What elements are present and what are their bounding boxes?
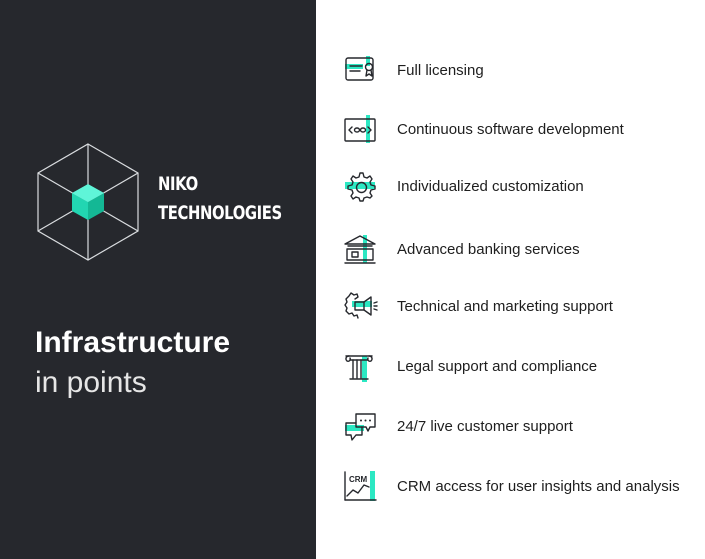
feature-item: Technical and marketing support bbox=[340, 286, 705, 326]
column-pillar-icon bbox=[345, 355, 373, 382]
feature-item: Legal support and compliance bbox=[340, 346, 705, 386]
feature-item: Continuous software development bbox=[340, 109, 705, 149]
feature-label: Technical and marketing support bbox=[397, 297, 613, 315]
svg-text:CRM: CRM bbox=[349, 475, 368, 484]
megaphone-gear-icon bbox=[344, 292, 378, 319]
feature-label: Advanced banking services bbox=[397, 240, 580, 258]
chat-bubbles-icon bbox=[345, 413, 376, 441]
headline-bold: Infrastructure bbox=[35, 326, 231, 359]
feature-item: 24/7 live customer support bbox=[340, 406, 705, 446]
feature-label: Legal support and compliance bbox=[397, 357, 598, 375]
feature-item: Individualized customization bbox=[340, 166, 705, 206]
feature-item: CRM CRM access for user insights and ana… bbox=[340, 466, 705, 506]
feature-label: Individualized customization bbox=[397, 177, 584, 195]
crm-chart-icon: CRM bbox=[344, 471, 377, 501]
feature-item: Advanced banking services bbox=[340, 229, 705, 269]
headline-light: in points bbox=[35, 366, 147, 399]
brand-name: NIKO TECHNOLOGIES bbox=[158, 170, 282, 228]
feature-item: Full licensing bbox=[340, 50, 705, 90]
cube-logo-icon bbox=[37, 143, 139, 261]
bank-icon bbox=[344, 235, 376, 264]
feature-label: CRM access for user insights and analysi… bbox=[397, 477, 680, 495]
headline: Infrastructure in points bbox=[35, 323, 230, 403]
code-window-icon bbox=[344, 115, 376, 143]
feature-label: Full licensing bbox=[397, 61, 484, 79]
gear-icon bbox=[345, 172, 376, 202]
brand-line-1: NIKO bbox=[158, 173, 198, 195]
feature-label: Continuous software development bbox=[397, 120, 624, 138]
feature-label: 24/7 live customer support bbox=[397, 417, 573, 435]
left-panel: NIKO TECHNOLOGIES Infrastructure in poin… bbox=[0, 0, 316, 559]
brand-line-2: TECHNOLOGIES bbox=[158, 202, 282, 224]
license-certificate-icon bbox=[345, 56, 374, 81]
